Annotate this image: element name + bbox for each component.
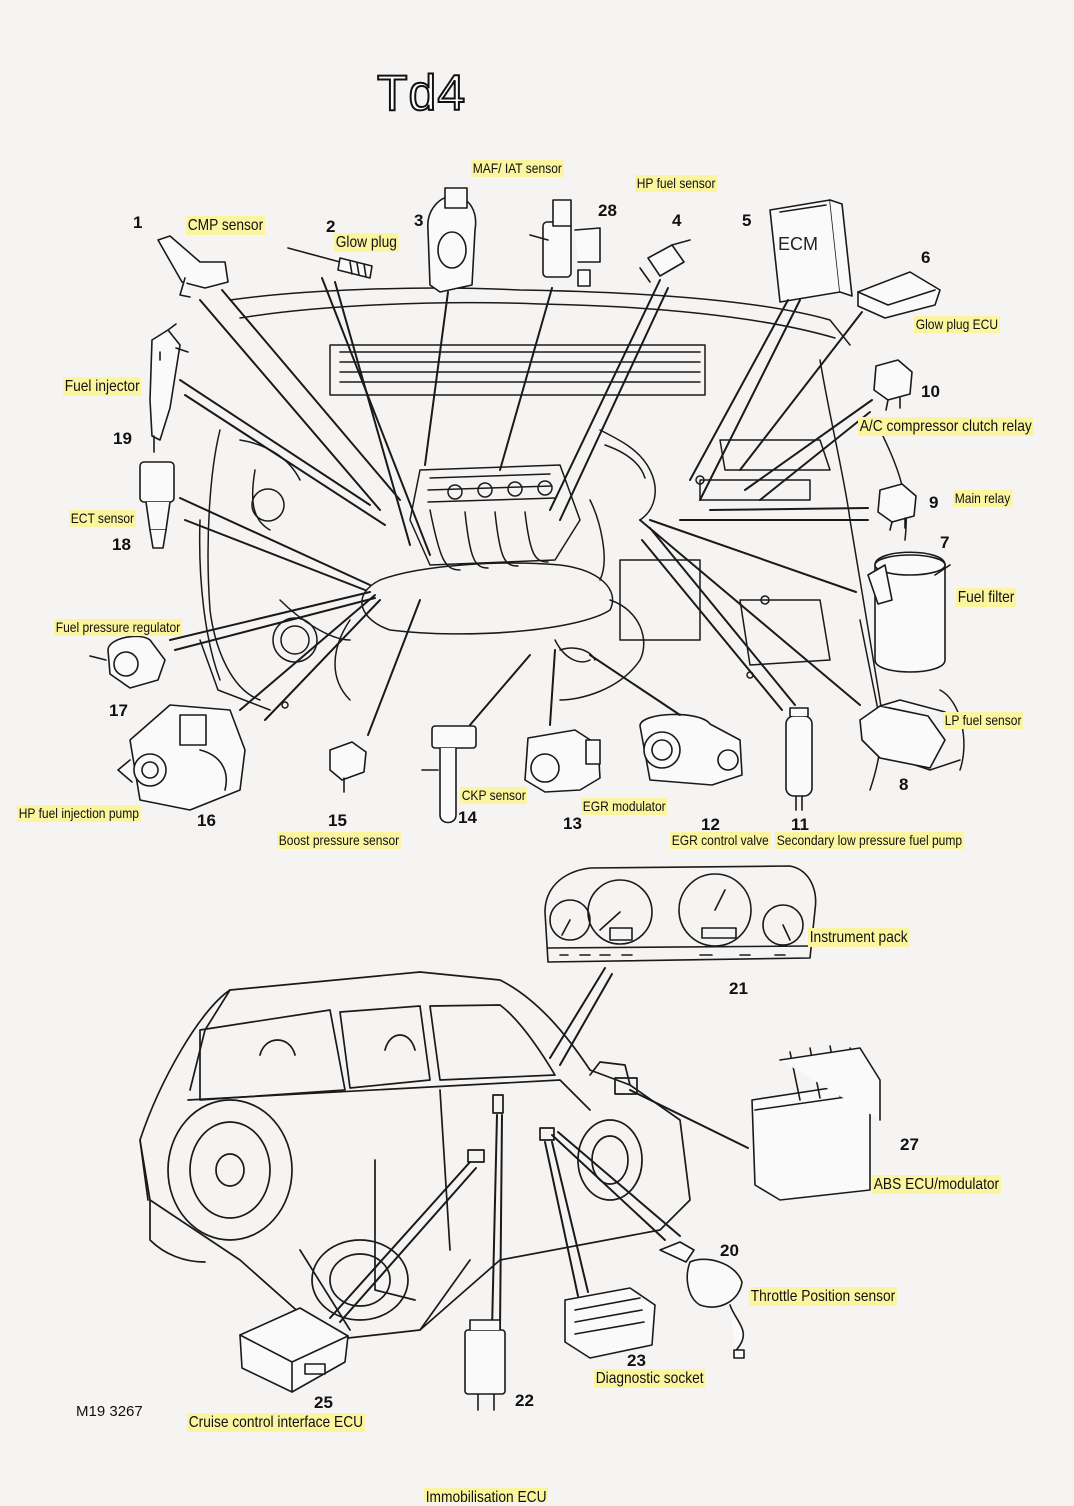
engine-components <box>89 187 951 824</box>
component-label-instrument-pack: Instrument pack <box>808 928 910 947</box>
component-label-abs-ecu-modulator: ABS ECU/modulator <box>872 1175 1001 1194</box>
component-number-28: 28 <box>598 201 617 220</box>
ecm-box-text: ECM <box>778 234 818 254</box>
component-label-ect-sensor: ECT sensor <box>69 510 136 527</box>
component-number-17: 17 <box>109 701 128 720</box>
component-label-hp-fuel-sensor: HP fuel sensor <box>635 175 718 192</box>
component-label-boost-pressure-sensor: Boost pressure sensor <box>277 832 401 849</box>
component-number-7: 7 <box>940 533 950 552</box>
component-number-13: 13 <box>563 814 582 833</box>
component-label-glow-plug-ecu: Glow plug ECU <box>914 316 1000 333</box>
component-label-egr-control-valve: EGR control valve <box>670 832 771 849</box>
component-label-cmp-sensor: CMP sensor <box>186 216 265 235</box>
component-label-fuel-filter: Fuel filter <box>956 588 1017 607</box>
component-label-fuel-injector: Fuel injector <box>63 377 142 396</box>
component-number-2: 2 <box>326 217 336 236</box>
component-number-20: 20 <box>720 1241 739 1260</box>
component-number-16: 16 <box>197 811 216 830</box>
component-number-23: 23 <box>627 1351 646 1370</box>
component-number-8: 8 <box>899 775 909 794</box>
component-label-lp-fuel-sensor: LP fuel sensor <box>943 712 1024 729</box>
engine-leader-lines <box>169 277 873 736</box>
component-number-6: 6 <box>921 248 931 267</box>
component-number-11: 11 <box>791 815 809 834</box>
component-label-ac-compressor-clutch-relay: A/C compressor clutch relay <box>858 417 1034 436</box>
instrument-pack <box>544 865 817 1066</box>
component-label-egr-modulator: EGR modulator <box>581 798 668 815</box>
vehicle-components <box>239 1045 881 1411</box>
component-label-diagnostic-socket: Diagnostic socket <box>594 1369 706 1388</box>
component-number-3: 3 <box>414 211 424 230</box>
component-label-main-relay: Main relay <box>953 490 1012 507</box>
component-number-14: 14 <box>458 808 477 827</box>
component-number-27: 27 <box>900 1135 919 1154</box>
component-number-22: 22 <box>515 1391 534 1410</box>
component-number-19: 19 <box>113 429 132 448</box>
component-number-9: 9 <box>929 493 939 512</box>
component-label-glow-plug: Glow plug <box>334 233 399 252</box>
component-label-throttle-position-sensor: Throttle Position sensor <box>749 1287 897 1306</box>
engine-bay <box>198 287 965 791</box>
component-number-25: 25 <box>314 1393 333 1412</box>
component-label-ckp-sensor: CKP sensor <box>460 787 528 804</box>
component-label-cruise-control-interface-ecu: Cruise control interface ECU <box>187 1413 365 1432</box>
figure-reference-code: M19 3267 <box>76 1403 143 1420</box>
component-number-12: 12 <box>701 815 720 834</box>
component-label-maf-iat-sensor: MAF/ IAT sensor <box>471 160 564 177</box>
component-number-5: 5 <box>742 211 752 230</box>
component-number-10: 10 <box>921 382 940 401</box>
component-number-18: 18 <box>112 535 131 554</box>
component-label-hp-fuel-injection-pump: HP fuel injection pump <box>17 805 141 822</box>
component-number-1: 1 <box>133 213 143 232</box>
component-number-4: 4 <box>672 211 682 230</box>
component-label-fuel-pressure-regulator: Fuel pressure regulator <box>54 619 182 636</box>
component-number-21: 21 <box>729 979 748 998</box>
component-label-secondary-low-pressure-fuel-pump: Secondary low pressure fuel pump <box>775 832 964 849</box>
vehicle <box>139 971 691 1341</box>
component-label-immobilisation-ecu: Immobilisation ECU <box>424 1488 549 1502</box>
diagram-title: Td4 <box>376 65 467 121</box>
vehicle-leader-lines <box>329 1089 749 1331</box>
component-number-15: 15 <box>328 811 347 830</box>
